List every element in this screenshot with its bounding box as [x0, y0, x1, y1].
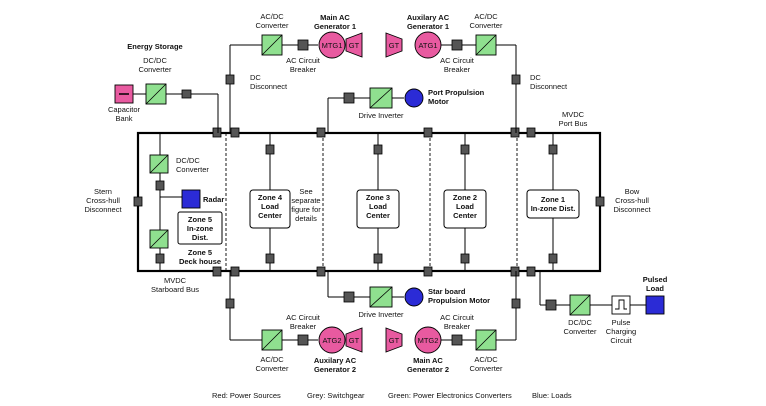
- ac-circuit-breaker-tr: [451, 39, 463, 51]
- legend-red: Red: Power Sources: [212, 391, 281, 400]
- radar-load: [181, 189, 201, 209]
- starboard-propulsion-motor: [404, 287, 424, 307]
- dc-disconnect-right-top: [511, 74, 521, 85]
- zone1-in-zone-dist: [526, 189, 580, 219]
- svg-text:GT: GT: [389, 336, 400, 345]
- gt-atg1: [385, 32, 403, 58]
- atg2: [318, 326, 346, 354]
- svg-text:Zone 1In-zone Dist.: Zone 1In-zone Dist.: [531, 195, 576, 213]
- zone5-in-zone-dist: [177, 211, 223, 245]
- svg-text:Drive Inverter: Drive Inverter: [358, 111, 404, 120]
- pulse-charging-circuit: [611, 295, 631, 315]
- svg-text:MTG2: MTG2: [418, 336, 439, 345]
- legend-green: Green: Power Electronics Converters: [388, 391, 512, 400]
- svg-text:ATG1: ATG1: [418, 41, 437, 50]
- svg-text:GT: GT: [349, 41, 360, 50]
- legend-grey: Grey: Switchgear: [307, 391, 365, 400]
- zone4-load-center: [249, 189, 291, 229]
- legend-blue: Blue: Loads: [532, 391, 572, 400]
- gt-mtg2: [385, 327, 403, 353]
- svg-text:ATG2: ATG2: [322, 336, 341, 345]
- radar-label: Radar: [203, 195, 224, 204]
- ac-circuit-breaker-bl: [297, 334, 309, 346]
- dc-disconnect-right-bottom: [511, 298, 521, 309]
- zone3-load-center: [356, 189, 400, 229]
- svg-text:Drive Inverter: Drive Inverter: [358, 310, 404, 319]
- gt-mtg1: [345, 32, 363, 58]
- svg-text:GT: GT: [349, 336, 360, 345]
- zone2-load-center: [443, 189, 487, 229]
- port-propulsion-motor: [404, 88, 424, 108]
- ac-circuit-breaker-br: [451, 334, 463, 346]
- energy-storage-title: Energy Storage: [127, 42, 182, 51]
- bus-disconnect-switches: [133, 127, 605, 277]
- dc-disconnect-left-bottom: [225, 298, 235, 309]
- pulsed-load: [645, 295, 665, 315]
- svg-text:GT: GT: [389, 41, 400, 50]
- mtg1: [318, 31, 346, 59]
- svg-text:MTG1: MTG1: [322, 41, 343, 50]
- ac-circuit-breaker-tl: [297, 39, 309, 51]
- gt-atg2: [345, 327, 363, 353]
- dc-disconnect-left-top: [225, 74, 235, 85]
- zone-feeder-switches: [155, 144, 558, 264]
